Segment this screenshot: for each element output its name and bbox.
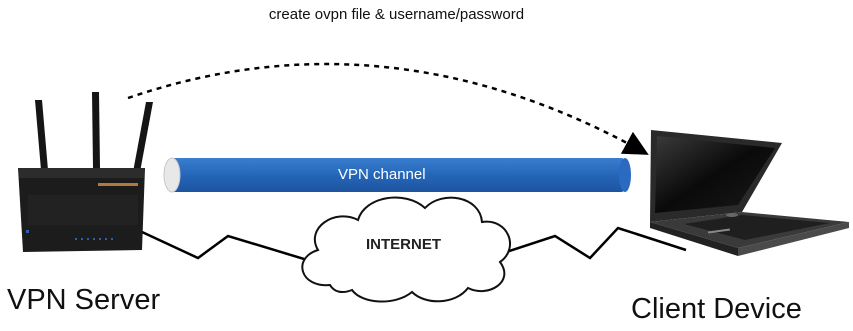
cloud-icon — [301, 196, 511, 303]
cloud-label: INTERNET — [366, 236, 441, 253]
dashed-arrow — [127, 62, 649, 155]
vpn-tunnel — [170, 158, 625, 192]
internet-link-line-right — [499, 226, 687, 260]
laptop-icon — [650, 130, 849, 256]
arrow-instruction-label: create ovpn file & username/password — [268, 6, 525, 23]
vpn-tunnel-right-end — [619, 158, 631, 192]
router-icon — [18, 92, 153, 252]
tunnel-label: VPN channel — [338, 166, 426, 183]
internet-link-line-left — [141, 230, 315, 264]
vpn-tunnel-left-end — [163, 157, 181, 193]
client-label: Client Device — [631, 293, 802, 325]
server-label: VPN Server — [7, 284, 161, 316]
